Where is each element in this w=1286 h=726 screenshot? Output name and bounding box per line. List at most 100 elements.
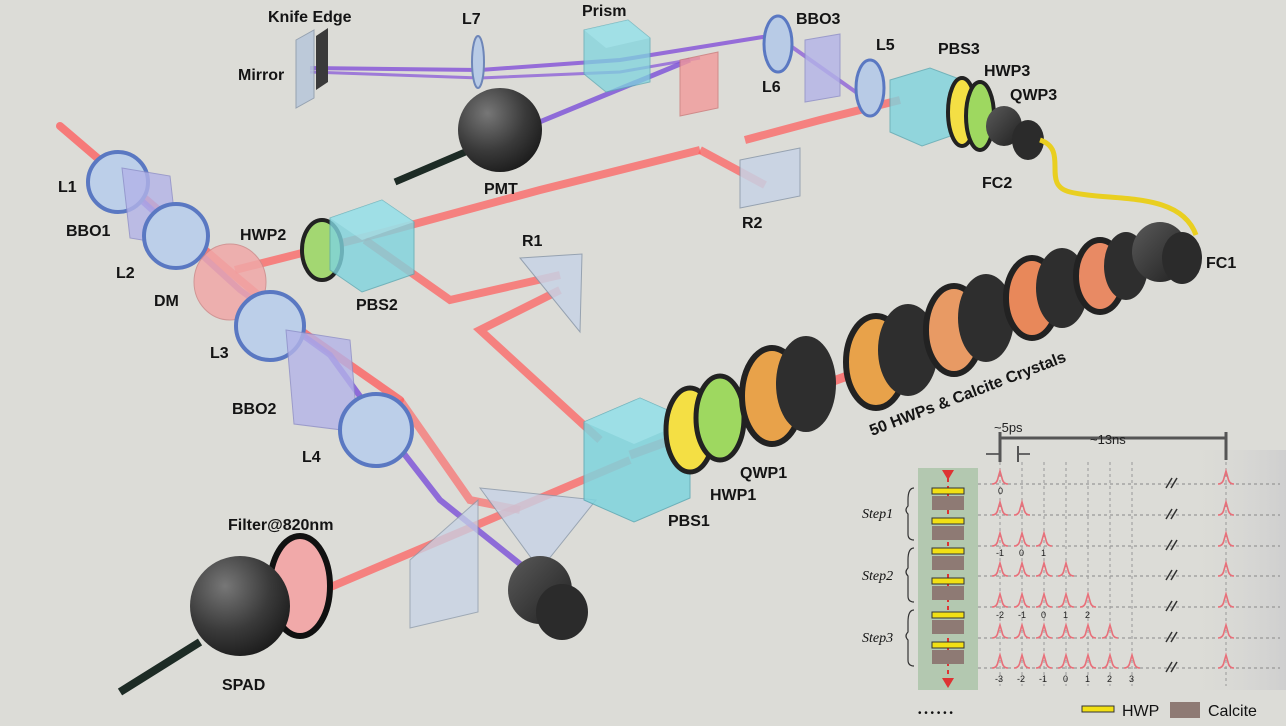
pulse-mark [991, 652, 1009, 669]
label-pbs1: PBS1 [668, 513, 710, 530]
label-l4: L4 [302, 449, 321, 466]
label-bbo3: BBO3 [796, 11, 841, 28]
tick-row7-4: 1 [1085, 674, 1090, 684]
lens-l2 [142, 202, 210, 270]
fiber-fc2-fc1 [1038, 137, 1199, 236]
legend-calcite-swatch [1170, 702, 1200, 718]
label-l7: L7 [462, 11, 481, 28]
tick-row7-5: 2 [1107, 674, 1112, 684]
pulse-mark [1079, 591, 1097, 608]
pulse-mark [1013, 499, 1031, 516]
pulse-mark [991, 468, 1009, 485]
label-fc2: FC2 [982, 175, 1012, 192]
beam-r1-to-pbs1 [473, 286, 603, 443]
timing-inset: ~5ps ~13ns [862, 420, 1286, 720]
tick-row5-4: 2 [1085, 610, 1090, 620]
coupler-fc1 [1132, 222, 1202, 284]
pulse-mark-delayed [1217, 499, 1235, 516]
label-l2: L2 [116, 265, 135, 282]
pulse-mark [1057, 560, 1075, 577]
pulse-mark [1057, 622, 1075, 639]
step-label-3: Step3 [862, 631, 893, 646]
lens-l7 [471, 35, 485, 89]
pulse-mark [1035, 530, 1053, 547]
label-l1: L1 [58, 179, 77, 196]
pulse-mark [1079, 652, 1097, 669]
label-knife-edge: Knife Edge [268, 9, 352, 26]
lens-l6 [762, 14, 794, 74]
pulse-mark [991, 591, 1009, 608]
pulse-mark-delayed [1217, 622, 1235, 639]
tick-row3-1: 0 [1019, 548, 1024, 558]
blue-beam-to-pmt [519, 57, 691, 133]
label-l5: L5 [876, 37, 895, 54]
step-label-2: Step2 [862, 569, 893, 584]
detector-block [508, 556, 588, 640]
tick-row7-6: 3 [1129, 674, 1134, 684]
label-filter: Filter@820nm [228, 517, 333, 534]
pulse-mark [1013, 591, 1031, 608]
blue-beam-upper-1 [309, 33, 776, 73]
label-spad: SPAD [222, 677, 265, 694]
label-qwp1: QWP1 [740, 465, 787, 482]
label-l6: L6 [762, 79, 781, 96]
legend-dots: • • • • • • [918, 708, 953, 719]
step-label-1: Step1 [862, 507, 893, 522]
tick-row5-1: -1 [1018, 610, 1026, 620]
pulse-mark [1035, 622, 1053, 639]
pulse-mark-delayed [1217, 560, 1235, 577]
waveplate-stack [739, 232, 1148, 447]
label-pmt: PMT [484, 181, 518, 198]
tick-row7-2: -1 [1039, 674, 1047, 684]
pulse-mark [1013, 622, 1031, 639]
tick-row5-2: 0 [1041, 610, 1046, 620]
pulse-mark [1057, 652, 1075, 669]
mirror-optic [295, 29, 315, 109]
prism-optic [583, 19, 651, 93]
tick-row5-0: -2 [996, 610, 1004, 620]
tick-row3-2: 1 [1041, 548, 1046, 558]
pulse-mark [1035, 652, 1053, 669]
label-r2: R2 [742, 215, 763, 232]
pulse-mark [1035, 560, 1053, 577]
pulse-mark-delayed [1217, 591, 1235, 608]
label-l3: L3 [210, 345, 229, 362]
pulse-mark [991, 499, 1009, 516]
tick-row3-0: -1 [996, 548, 1004, 558]
pulse-mark [1101, 622, 1119, 639]
tick-row7-0: -3 [995, 674, 1003, 684]
legend-calcite-label: Calcite [1208, 703, 1257, 720]
lens-l5 [854, 58, 886, 118]
blue-beam-upper-2 [309, 56, 701, 80]
tick-row7-3: 0 [1063, 674, 1068, 684]
label-hwp1: HWP1 [710, 487, 756, 504]
prism-pair [409, 487, 597, 629]
tick-row5-3: 1 [1063, 610, 1068, 620]
label-dm: DM [154, 293, 179, 310]
pulse-mark [991, 530, 1009, 547]
lens-l4 [338, 392, 414, 468]
inset-fade [1180, 450, 1286, 690]
timing-long: ~13ns [1090, 432, 1126, 447]
cube-pbs2 [329, 199, 415, 293]
label-r1: R1 [522, 233, 543, 250]
knife-edge-optic [316, 28, 328, 90]
pulse-mark [1101, 652, 1119, 669]
break-marks [1165, 477, 1178, 673]
pulse-mark [991, 560, 1009, 577]
tick-row1-0: 0 [998, 486, 1003, 496]
mirror-r1 [519, 253, 583, 334]
pulse-mark [1013, 530, 1031, 547]
pulse-mark [1013, 652, 1031, 669]
label-pbs3: PBS3 [938, 41, 980, 58]
coupler-fc2 [986, 106, 1044, 160]
inset-elements [931, 487, 965, 664]
label-pbs2: PBS2 [356, 297, 398, 314]
pulse-mark [1057, 591, 1075, 608]
pulse-mark [1035, 591, 1053, 608]
pulse-mark-delayed [1217, 652, 1235, 669]
legend-hwp-swatch [1081, 705, 1115, 713]
pulse-mark [1013, 560, 1031, 577]
timing-short: ~5ps [994, 420, 1023, 435]
